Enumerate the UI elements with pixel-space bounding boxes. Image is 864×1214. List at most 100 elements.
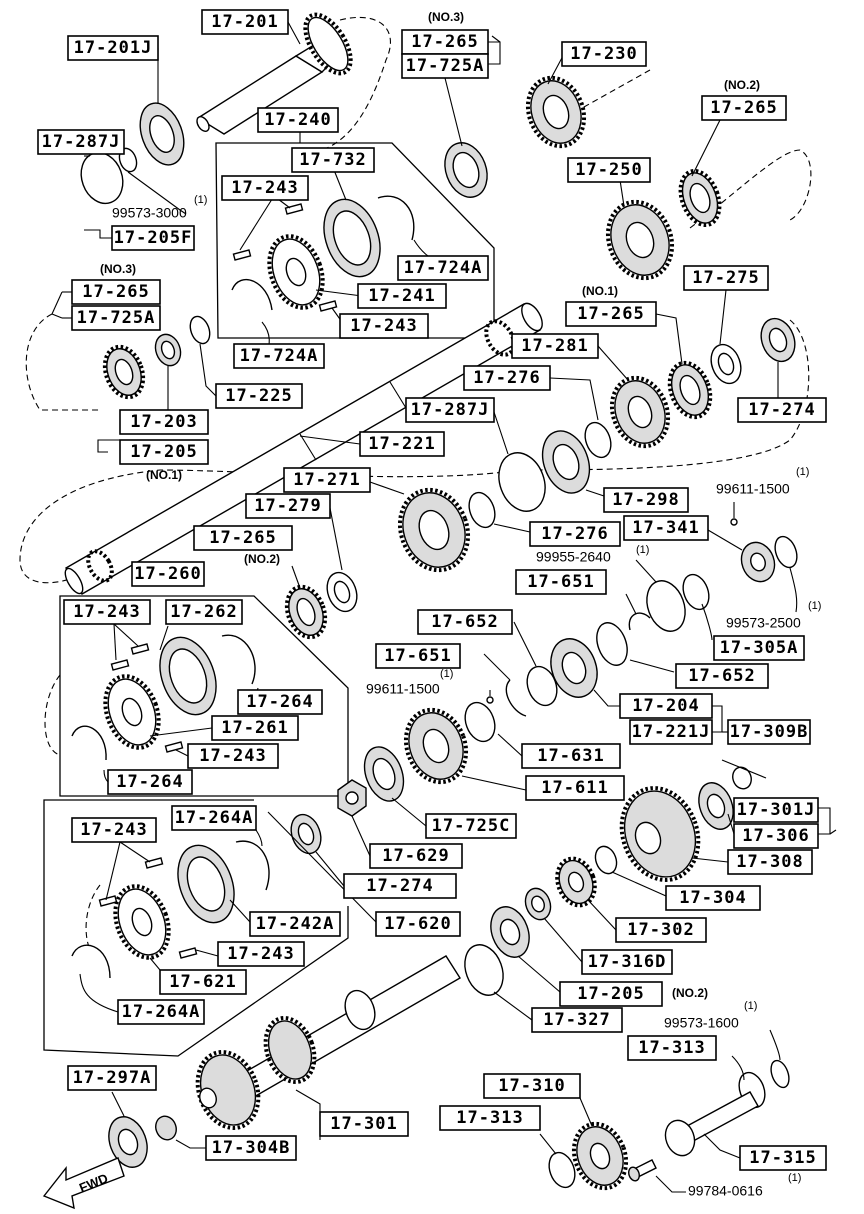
label-17-201-text: 17-201 [211, 12, 278, 32]
label-17-308-text: 17-308 [736, 852, 803, 872]
ring-99955-2640-drawing [646, 580, 686, 632]
label-17-204: 17-204 [619, 693, 713, 719]
dashed-envelope-17-230 [574, 69, 651, 113]
note-99955-2640: 99955-2640 [536, 549, 611, 565]
input-shaft-drawing [196, 12, 353, 135]
ring-17-651-upper-drawing [628, 612, 651, 631]
label-17-243-260-upper: 17-243 [63, 599, 151, 625]
label-17-297a-text: 17-297A [73, 1068, 152, 1088]
label-17-309b: 17-309B [727, 719, 811, 745]
leader-lines [51, 21, 837, 1193]
note-99573-2500-qty: (1) [808, 600, 821, 612]
label-17-274-upper-text: 17-274 [748, 400, 815, 420]
label-17-275-text: 17-275 [692, 268, 759, 288]
label-17-276-lower-text: 17-276 [541, 524, 608, 544]
note-no1-left: (NO.1) [146, 468, 182, 482]
washer-17-309b-drawing [732, 766, 752, 790]
label-17-274-upper: 17-274 [737, 397, 827, 423]
note-99955-2640-qty: (1) [636, 544, 649, 556]
label-17-313-right: 17-313 [627, 1035, 717, 1061]
label-17-611-text: 17-611 [541, 778, 608, 798]
note-99573-1600: 99573-1600 [664, 1015, 739, 1031]
dashed-envelope-input-shaft [321, 16, 391, 151]
label-17-313-right-text: 17-313 [638, 1038, 705, 1058]
label-17-298-text: 17-298 [612, 490, 679, 510]
ring-17-651-lower-drawing [505, 679, 527, 717]
label-17-221-text: 17-221 [368, 434, 435, 454]
label-17-309b-text: 17-309B [730, 722, 809, 742]
synchro-hub-17-621-drawing [113, 884, 171, 960]
label-17-260-text: 17-260 [134, 564, 201, 584]
label-17-724a-upper: 17-724A [397, 255, 489, 281]
label-17-243-620-upper: 17-243 [71, 817, 157, 843]
label-17-201j: 17-201J [67, 35, 159, 61]
label-17-279: 17-279 [245, 493, 331, 519]
label-17-305a-text: 17-305A [720, 638, 799, 658]
label-17-264a-lower-text: 17-264A [122, 1002, 201, 1022]
label-17-243-240-lower: 17-243 [339, 313, 429, 339]
main-shaft-17-221-drawing [64, 302, 543, 595]
label-17-261-text: 17-261 [221, 718, 288, 738]
label-17-243-260-lower: 17-243 [187, 743, 279, 769]
label-17-651-upper: 17-651 [515, 569, 607, 595]
key-17-243-620-lower-drawing [178, 947, 198, 959]
needle-bearing-17-274-lower-drawing [290, 813, 322, 855]
note-99573-1600-qty: (1) [744, 1000, 757, 1012]
synchro-ring-17-725c-drawing [363, 746, 405, 802]
washer-17-652-left-drawing [526, 665, 558, 707]
snap-ring-17-327-drawing [464, 944, 504, 996]
label-17-287j-upper: 17-287J [37, 129, 125, 155]
spring-17-264a-upper-drawing [235, 840, 270, 891]
label-17-327-text: 17-327 [543, 1010, 610, 1030]
label-17-265-no1-text: 17-265 [577, 304, 644, 324]
label-17-264-upper: 17-264 [237, 689, 323, 715]
spring-17-724a-lower-drawing [231, 279, 273, 311]
key-17-243-620-upper-drawing [98, 895, 118, 907]
label-17-621-text: 17-621 [169, 972, 236, 992]
label-17-306: 17-306 [733, 823, 819, 849]
label-17-287j-upper-text: 17-287J [42, 132, 121, 152]
bearing-17-204-drawing [550, 638, 598, 698]
label-17-651-lower-text: 17-651 [384, 646, 451, 666]
label-17-242a-text: 17-242A [256, 914, 335, 934]
label-17-201j-text: 17-201J [74, 38, 153, 58]
label-17-265-no2-upper-text: 17-265 [710, 98, 777, 118]
spring-17-264-lower-drawing [71, 725, 107, 761]
collar-17-275-drawing [710, 343, 742, 385]
label-17-732-text: 17-732 [299, 150, 366, 170]
washer-17-276-lower-drawing [468, 491, 496, 529]
synchro-hub-17-261-drawing [103, 674, 161, 750]
label-17-240-text: 17-240 [264, 110, 331, 130]
label-17-341-text: 17-341 [632, 518, 699, 538]
gear-17-250-drawing [605, 199, 675, 281]
label-17-275: 17-275 [683, 265, 769, 291]
label-17-201: 17-201 [201, 9, 289, 35]
dashed-envelope-17-620 [85, 884, 111, 971]
washer-17-652-right-drawing [596, 622, 628, 666]
label-17-204-text: 17-204 [632, 696, 699, 716]
gear-17-310-drawing [571, 1121, 629, 1191]
needle-bearing-17-203-drawing [154, 333, 182, 367]
label-17-652-upper: 17-652 [417, 609, 513, 635]
collar-17-279-drawing [326, 571, 358, 613]
label-17-205-no2: 17-205 [559, 981, 663, 1007]
label-17-304b-text: 17-304B [212, 1138, 291, 1158]
ball-99611-1500-upper-drawing [730, 518, 738, 526]
note-99784-0616: 99784-0616 [688, 1183, 763, 1199]
bearing-17-201j-drawing [139, 102, 185, 166]
label-17-265-left-text: 17-265 [82, 282, 149, 302]
synchro-ring-17-265-no3-drawing [444, 142, 488, 198]
label-17-240: 17-240 [257, 107, 339, 133]
gear-17-271-drawing [397, 487, 471, 573]
label-17-725c-text: 17-725C [432, 816, 511, 836]
label-17-279-text: 17-279 [254, 496, 321, 516]
label-17-230: 17-230 [561, 41, 647, 67]
key-17-243-upper-drawing [284, 203, 304, 215]
label-17-243-240-lower-text: 17-243 [350, 316, 417, 336]
synchro-hub-17-241-drawing [267, 234, 325, 310]
note-99573-3000-qty: (1) [194, 194, 207, 206]
label-17-304: 17-304 [665, 885, 761, 911]
label-17-310-text: 17-310 [498, 1076, 565, 1096]
label-17-631-text: 17-631 [537, 746, 604, 766]
bolt-99784-0616-drawing [628, 1159, 657, 1182]
